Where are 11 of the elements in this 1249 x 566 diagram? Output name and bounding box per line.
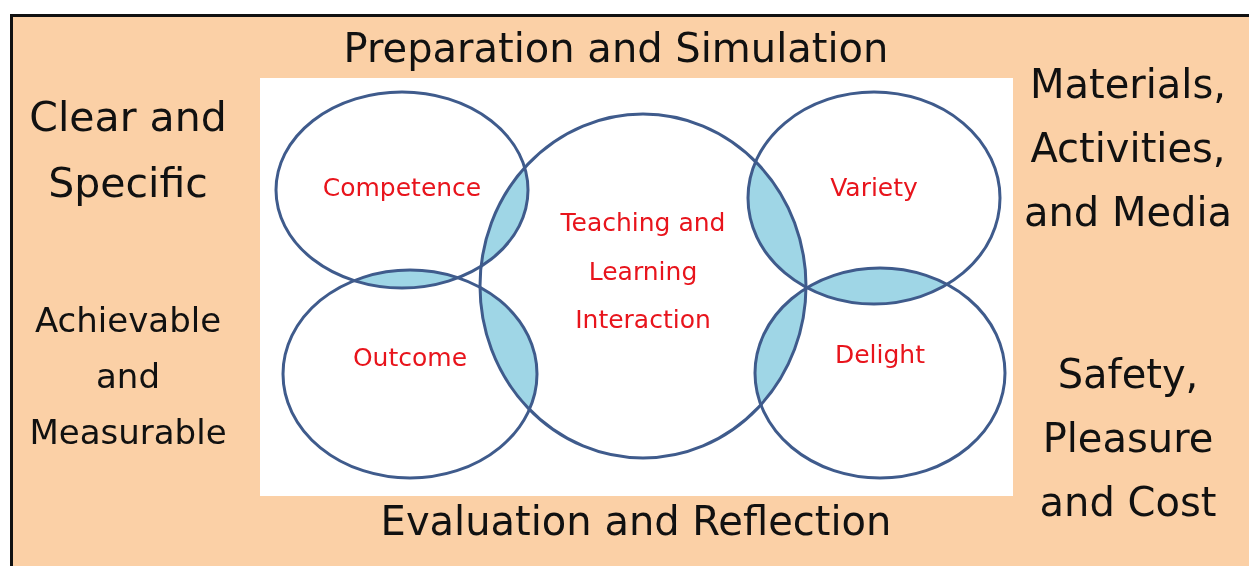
circle-label: Teaching and Learning Interaction — [559, 206, 727, 337]
circle-label: Competence — [321, 171, 483, 204]
circle-label: Variety — [829, 171, 919, 204]
circle-label: Delight — [833, 338, 926, 371]
category-label: Evaluation and Reflection — [379, 497, 893, 545]
category-label: Achievable and Measurable — [28, 299, 228, 455]
category-label: Materials, Activities, and Media — [1022, 60, 1234, 237]
circle-label: Outcome — [351, 341, 469, 374]
category-label: Clear and Specific — [28, 92, 228, 209]
category-label: Safety, Pleasure and Cost — [1038, 350, 1218, 527]
category-label: Preparation and Simulation — [342, 24, 890, 72]
